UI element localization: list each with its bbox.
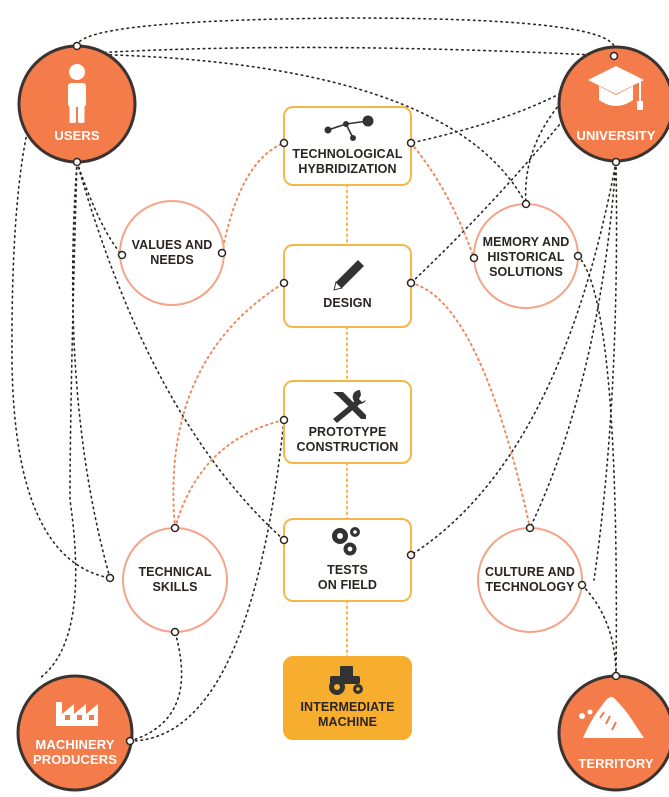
step-design-box [283, 244, 412, 328]
connector-port [521, 199, 531, 209]
values-label-line-2: NEEDS [150, 253, 194, 267]
connector-line [71, 161, 111, 579]
connector-line [76, 53, 527, 205]
step-machine-label-line-2: MACHINE [317, 715, 378, 729]
gears-icon [332, 527, 360, 556]
connectors [11, 17, 618, 742]
factory-icon [56, 702, 98, 726]
connector-line [410, 161, 617, 556]
step-prototype-label-line-1: PROTOTYPE [308, 425, 387, 439]
connector-port [279, 278, 289, 288]
connector-port [406, 278, 416, 288]
step-prototype-label: PROTOTYPE CONSTRUCTION [284, 424, 411, 456]
connector-port [279, 415, 289, 425]
values-label: VALUES AND NEEDS [122, 236, 222, 270]
connector-line [174, 419, 285, 529]
values-label-line-1: VALUES AND [131, 238, 213, 252]
technical-label-line-2: SKILLS [152, 580, 198, 594]
step-machine-label: INTERMEDIATE MACHINE [284, 699, 411, 731]
connector-port [611, 157, 621, 167]
university-label-line: UNIVERSITY [576, 127, 656, 143]
person-icon [68, 64, 86, 123]
territory-label-line: TERRITORY [578, 755, 654, 771]
graduation-cap-icon [588, 66, 644, 110]
users-label-line: USERS [54, 127, 100, 143]
machinery-label-line-2: PRODUCERS [33, 752, 117, 767]
connector-line [410, 282, 531, 529]
step-tests-label-line-2: ON FIELD [317, 578, 378, 592]
connector-port [279, 138, 289, 148]
connector-port [577, 580, 587, 590]
connector-line [172, 282, 285, 529]
connector-port [469, 253, 479, 263]
connector-line [221, 142, 285, 254]
memory-label-line-2: HISTORICAL [487, 249, 565, 264]
connector-line [76, 161, 123, 256]
territory-label: TERRITORY [566, 752, 666, 774]
connector-port [279, 535, 289, 545]
nodes-layer [16, 44, 669, 792]
step-tests-box [283, 518, 412, 602]
memory-label: MEMORY AND HISTORICAL SOLUTIONS [470, 232, 582, 282]
memory-label-line-1: MEMORY AND [482, 234, 570, 249]
culture-label: CULTURE AND TECHNOLOGY [472, 563, 588, 597]
connector-port [170, 627, 180, 637]
connector-line [410, 142, 475, 259]
connector-port [72, 157, 82, 167]
connector-line [76, 161, 285, 541]
culture-label-line-1: CULTURE AND [485, 565, 575, 579]
connector-port [609, 51, 619, 61]
connector-port [170, 523, 180, 533]
molecule-icon [324, 115, 374, 141]
connector-line [76, 17, 615, 47]
connector-port [117, 250, 127, 260]
step-design-label: DESIGN [284, 294, 411, 312]
users-label: USERS [27, 124, 127, 146]
connector-port [406, 550, 416, 560]
step-tests-label-line-1: TESTS [327, 563, 368, 577]
connector-port [217, 248, 227, 258]
connector-port [611, 671, 621, 681]
connector-line [524, 55, 615, 205]
step-machine-label-line-1: INTERMEDIATE [300, 700, 395, 714]
step-prototype-label-line-2: CONSTRUCTION [296, 440, 399, 454]
machinery-label: MACHINERY PRODUCERS [20, 735, 130, 769]
connector-line [577, 255, 618, 677]
connector-line [529, 161, 617, 529]
step-hybrid-label-line-1: TECHNOLOGICAL [292, 147, 403, 161]
connector-line [593, 161, 618, 581]
step-hybrid-label-line-2: HYBRIDIZATION [298, 162, 397, 176]
memory-label-line-3: SOLUTIONS [489, 264, 563, 279]
connector-port [105, 573, 115, 583]
connector-line [410, 55, 615, 144]
connector-port [525, 523, 535, 533]
connector-port [406, 138, 416, 148]
step-design-label-line: DESIGN [323, 295, 372, 310]
technical-label-line-1: TECHNICAL [138, 565, 212, 579]
tractor-icon [329, 666, 363, 695]
connector-line [39, 161, 78, 679]
pencil-icon [333, 260, 364, 291]
connector-line [76, 46, 615, 57]
connector-port [72, 41, 82, 51]
culture-label-line-2: TECHNOLOGY [485, 580, 575, 594]
tools-icon [333, 389, 366, 423]
technical-label: TECHNICAL SKILLS [125, 563, 225, 597]
machinery-circle [16, 674, 134, 792]
university-label: UNIVERSITY [566, 124, 666, 146]
mountain-icon [579, 696, 644, 738]
step-tests-label: TESTS ON FIELD [284, 562, 411, 594]
machinery-label-line-1: MACHINERY [35, 737, 115, 752]
connector-line [581, 584, 617, 677]
step-machine-box [283, 656, 412, 740]
step-hybrid-label: TECHNOLOGICAL HYBRIDIZATION [284, 146, 411, 178]
connector-port [125, 736, 135, 746]
connector-line [129, 631, 183, 742]
connector-port [573, 251, 583, 261]
